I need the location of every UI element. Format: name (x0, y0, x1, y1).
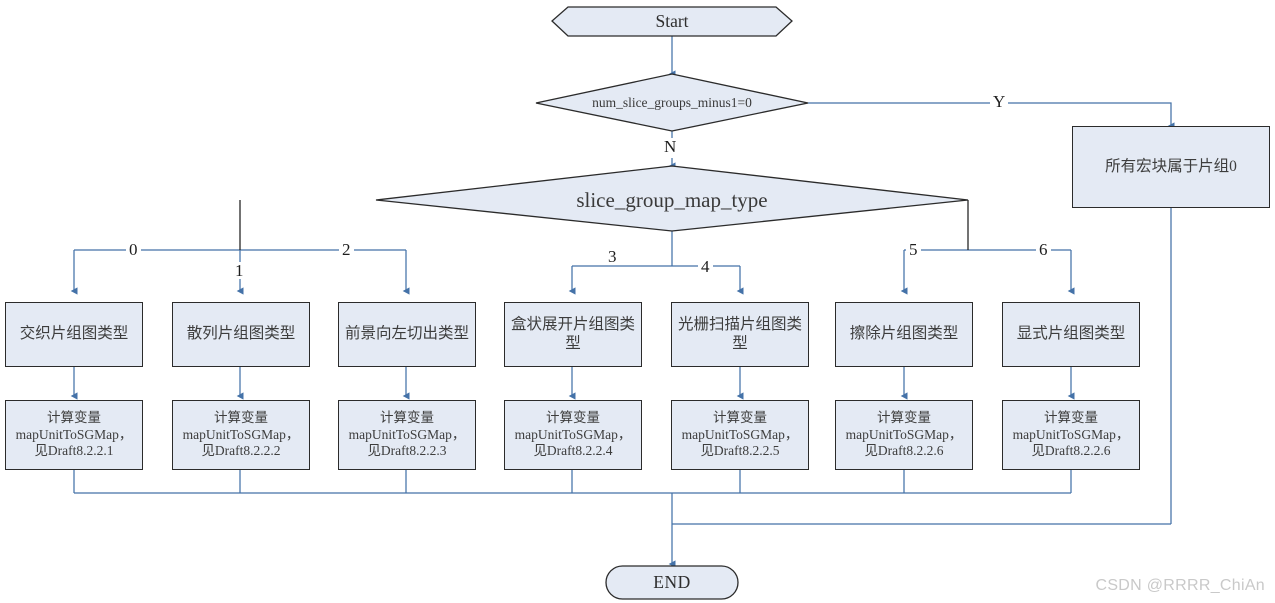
branch-label-6: 6 (1036, 241, 1051, 258)
branch-label-3: 3 (605, 248, 620, 265)
calc-box-0-line2: mapUnitToSGMap， (15, 426, 133, 442)
type-box-1-label: 散列片组图类型 (186, 325, 296, 343)
decision-num-slice-groups (535, 73, 809, 132)
type-box-6: 显式片组图类型 (1002, 302, 1140, 367)
calc-box-4-line1: 计算变量 (713, 410, 767, 426)
calc-box-4-line3: 见Draft8.2.2.5 (700, 443, 780, 459)
macroblock-box: 所有宏块属于片组0 (1072, 126, 1270, 208)
type-box-3: 盒状展开片组图类型 (504, 302, 642, 367)
branch-label-0: 0 (126, 241, 141, 258)
calc-box-0-line3: 见Draft8.2.2.1 (34, 443, 114, 459)
edge-decision1-yes-to-macroblock (808, 102, 1175, 130)
type-box-0: 交织片组图类型 (5, 302, 143, 367)
calc-box-1-line2: mapUnitToSGMap， (182, 426, 300, 442)
calc-box-3: 计算变量 mapUnitToSGMap， 见Draft8.2.2.4 (504, 400, 642, 470)
calc-box-6-line1: 计算变量 (1044, 410, 1098, 426)
calc-box-2-line2: mapUnitToSGMap， (348, 426, 466, 442)
calc-box-1-line3: 见Draft8.2.2.2 (201, 443, 281, 459)
calc-box-3-line2: mapUnitToSGMap， (514, 426, 632, 442)
branch-label-no: N (661, 138, 680, 155)
calc-box-6-line2: mapUnitToSGMap， (1012, 426, 1130, 442)
branch-label-1: 1 (232, 262, 247, 279)
watermark-text: CSDN @RRRR_ChiAn (1095, 577, 1265, 594)
calc-box-6-line3: 见Draft8.2.2.6 (1031, 443, 1111, 459)
calc-box-1: 计算变量 mapUnitToSGMap， 见Draft8.2.2.2 (172, 400, 310, 470)
end-node (605, 565, 739, 600)
calc-box-6: 计算变量 mapUnitToSGMap， 见Draft8.2.2.6 (1002, 400, 1140, 470)
type-box-5-label: 擦除片组图类型 (849, 325, 959, 343)
type-box-5: 擦除片组图类型 (835, 302, 973, 367)
type-box-2-label: 前景向左切出类型 (344, 325, 469, 343)
calc-box-1-line1: 计算变量 (214, 410, 268, 426)
calc-box-2-line1: 计算变量 (380, 410, 434, 426)
type-box-4: 光栅扫描片组图类型 (671, 302, 809, 367)
type-box-6-label: 显式片组图类型 (1016, 325, 1126, 343)
calc-box-5-line2: mapUnitToSGMap， (845, 426, 963, 442)
type-box-1: 散列片组图类型 (172, 302, 310, 367)
type-box-3-label: 盒状展开片组图类型 (510, 315, 635, 352)
branch-label-2: 2 (339, 241, 354, 258)
branch-label-yes: Y (990, 93, 1009, 110)
calc-box-5-line3: 见Draft8.2.2.6 (864, 443, 944, 459)
type-box-0-label: 交织片组图类型 (19, 325, 129, 343)
branch-label-4: 4 (698, 258, 713, 275)
calc-box-3-line1: 计算变量 (546, 410, 600, 426)
type-box-4-label: 光栅扫描片组图类型 (677, 315, 802, 352)
calc-box-2: 计算变量 mapUnitToSGMap， 见Draft8.2.2.3 (338, 400, 476, 470)
macroblock-box-label: 所有宏块属于片组0 (1105, 157, 1237, 175)
type-box-2: 前景向左切出类型 (338, 302, 476, 367)
branch-label-5: 5 (906, 241, 921, 258)
calc-box-0-line1: 计算变量 (47, 410, 101, 426)
calc-box-3-line3: 见Draft8.2.2.4 (533, 443, 613, 459)
calc-box-2-line3: 见Draft8.2.2.3 (367, 443, 447, 459)
calc-box-4-line2: mapUnitToSGMap， (681, 426, 799, 442)
calc-box-4: 计算变量 mapUnitToSGMap， 见Draft8.2.2.5 (671, 400, 809, 470)
calc-box-0: 计算变量 mapUnitToSGMap， 见Draft8.2.2.1 (5, 400, 143, 470)
decision-slice-group-map-type (375, 165, 969, 232)
start-node (551, 6, 793, 37)
calc-box-5-line1: 计算变量 (877, 410, 931, 426)
calc-box-5: 计算变量 mapUnitToSGMap， 见Draft8.2.2.6 (835, 400, 973, 470)
